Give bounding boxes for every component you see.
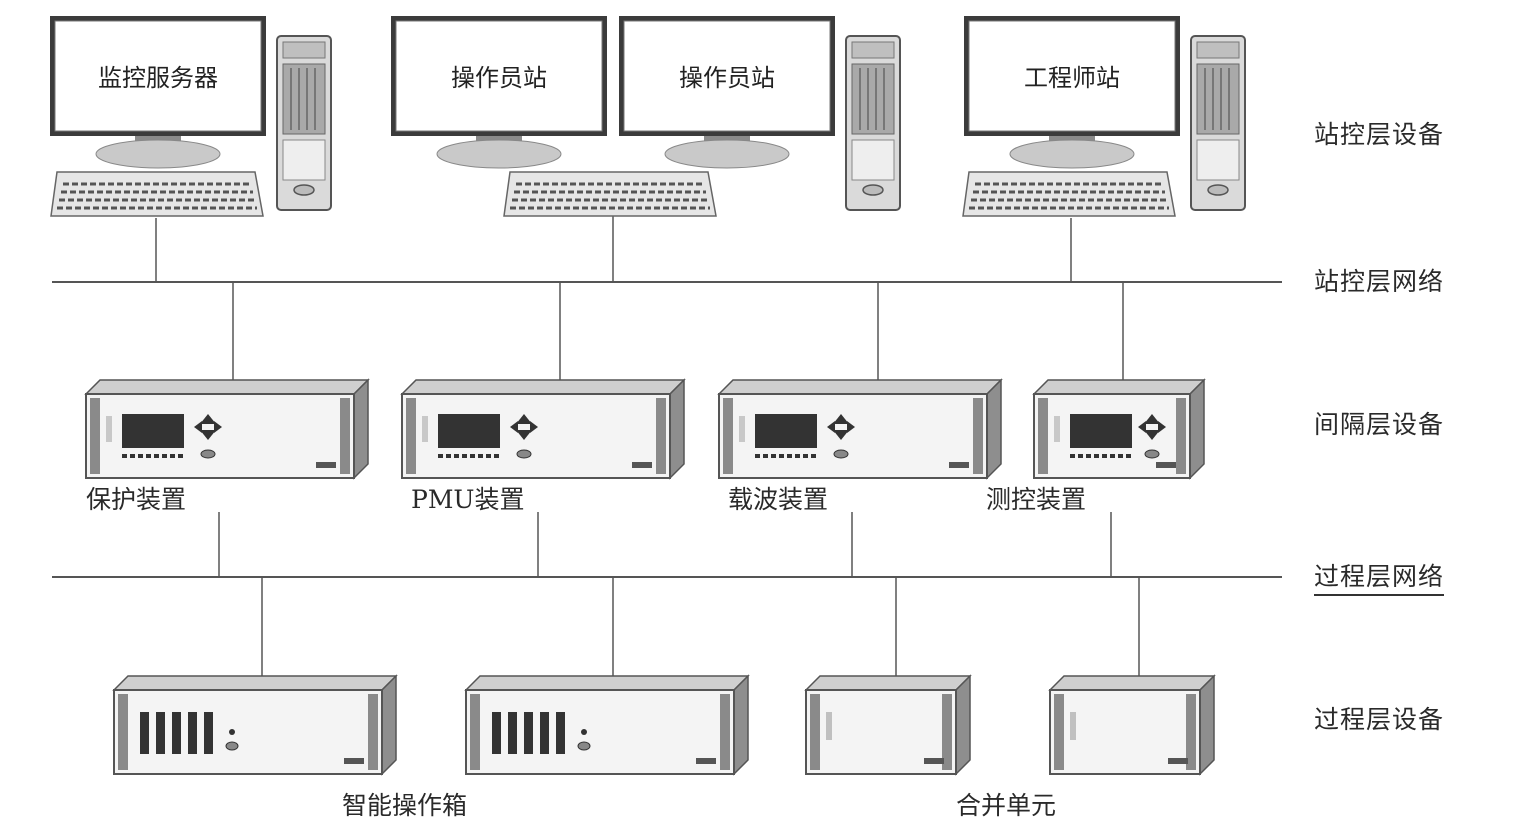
engineer-station-label: 工程师站 xyxy=(1024,64,1120,92)
operator-station-label-1: 操作员站 xyxy=(451,64,547,92)
smart-operation-box-icon-2 xyxy=(465,675,749,775)
carrier-device-label: 载波装置 xyxy=(728,485,829,514)
measurement-control-device-icon xyxy=(1032,378,1206,480)
station-network-layer-label: 站控层网络 xyxy=(1314,267,1445,296)
protection-device-icon xyxy=(84,378,370,480)
monitoring-server-label: 监控服务器 xyxy=(98,64,218,92)
process-devices-layer-label: 过程层设备 xyxy=(1314,705,1445,734)
carrier-device-icon xyxy=(717,378,1003,480)
station-connectors xyxy=(155,216,1072,282)
engineer-station xyxy=(961,15,1246,218)
protection-device-label: 保护装置 xyxy=(86,485,187,514)
process-connectors xyxy=(261,577,1140,676)
merging-unit-icon-1 xyxy=(805,675,971,775)
merging-unit-label: 合并单元 xyxy=(956,791,1057,820)
smart-operation-box-label: 智能操作箱 xyxy=(342,791,468,820)
merging-unit-icon-2 xyxy=(1049,675,1215,775)
bay-connectors-down xyxy=(218,512,1112,577)
operator-station-label-2: 操作员站 xyxy=(679,64,775,92)
measurement-control-device-label: 测控装置 xyxy=(986,485,1087,514)
process-network-layer-label: 过程层网络 xyxy=(1314,557,1445,596)
bay-connectors-up xyxy=(232,282,1124,380)
smart-operation-box-icon-1 xyxy=(113,675,397,775)
station-devices-layer-label: 站控层设备 xyxy=(1314,120,1445,149)
pmu-device-icon xyxy=(400,378,686,480)
bay-devices-layer-label: 间隔层设备 xyxy=(1314,410,1445,439)
monitoring-server-workstation xyxy=(49,15,332,218)
pmu-device-label: PMU装置 xyxy=(411,485,525,514)
